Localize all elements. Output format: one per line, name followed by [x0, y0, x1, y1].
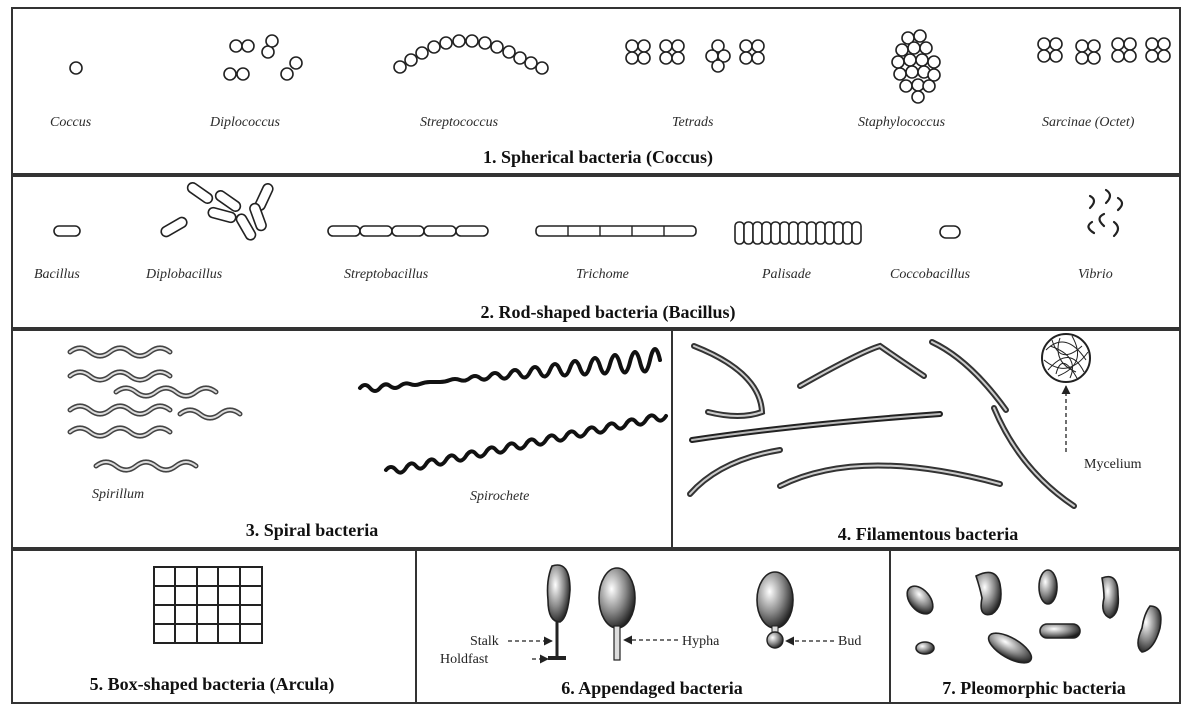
label-holdfast: Holdfast: [440, 652, 488, 667]
label-hypha: Hypha: [682, 634, 720, 649]
label-bacillus: Bacillus: [34, 267, 80, 282]
panel2-rod: Bacillus Diplobacillus Streptobacillus T…: [34, 181, 1122, 323]
panel5-box: 5. Box-shaped bacteria (Arcula): [90, 567, 335, 695]
mycelium-shape: [1042, 334, 1090, 382]
label-diplococcus: Diplococcus: [209, 115, 281, 130]
holdfast-shape: [548, 656, 566, 660]
label-palisade: Palisade: [761, 267, 811, 282]
filament-shapes: [690, 342, 1074, 506]
panel5-title: 5. Box-shaped bacteria (Arcula): [90, 674, 335, 695]
label-tetrads: Tetrads: [672, 115, 714, 130]
budding-cell-shape: [757, 572, 793, 628]
spirillum-shape: [70, 348, 240, 470]
tetrads-shape: [626, 40, 764, 72]
staphylococcus-shape: [892, 30, 940, 103]
bud-shape: [767, 632, 783, 648]
streptobacillus-shape: [328, 226, 488, 236]
coccobacillus-shape: [940, 226, 960, 238]
label-coccus: Coccus: [50, 115, 92, 130]
panel6-title: 6. Appendaged bacteria: [561, 678, 743, 698]
label-sarcinae: Sarcinae (Octet): [1042, 115, 1135, 130]
label-mycelium: Mycelium: [1084, 457, 1142, 472]
streptococcus-shape: [394, 35, 548, 74]
trichome-shape: [536, 226, 696, 236]
panel1-spherical: Coccus Diplococcus Streptococcus Tetrads…: [50, 30, 1170, 168]
panel1-title: 1. Spherical bacteria (Coccus): [483, 147, 713, 168]
label-staphylococcus: Staphylococcus: [858, 115, 946, 130]
panel4-filamentous: Mycelium 4. Filamentous bacteria: [690, 334, 1142, 544]
panel3-spiral: Spirillum Spirochete 3. Spiral bacteria: [70, 348, 666, 540]
hypha-shape: [614, 626, 620, 660]
spirochete-shape: [360, 349, 666, 473]
label-spirillum: Spirillum: [92, 487, 144, 502]
label-streptococcus: Streptococcus: [420, 115, 499, 130]
stalked-cell-shape: [548, 565, 571, 622]
label-stalk: Stalk: [470, 634, 499, 649]
label-trichome: Trichome: [576, 267, 629, 282]
label-coccobacillus: Coccobacillus: [890, 267, 971, 282]
panel7-pleomorphic: 7. Pleomorphic bacteria: [902, 570, 1161, 698]
label-streptobacillus: Streptobacillus: [344, 267, 429, 282]
palisade-shape: [735, 222, 861, 244]
diplococcus-shape: [224, 35, 302, 80]
label-vibrio: Vibrio: [1078, 267, 1113, 282]
sarcinae-shape: [1038, 38, 1170, 64]
panel7-title: 7. Pleomorphic bacteria: [942, 678, 1125, 698]
panel2-title: 2. Rod-shaped bacteria (Bacillus): [480, 302, 735, 323]
arcula-grid-shape: [154, 567, 262, 643]
panel4-title: 4. Filamentous bacteria: [838, 524, 1018, 544]
diplobacillus-shape: [159, 181, 274, 242]
label-diplobacillus: Diplobacillus: [145, 267, 223, 282]
panel3-title: 3. Spiral bacteria: [246, 520, 379, 540]
pleomorphic-cells-shape: [902, 570, 1161, 669]
panel6-appendaged: Stalk Holdfast Hypha Bud 6. Appendaged b…: [440, 565, 861, 698]
hypha-cell-shape: [599, 568, 635, 628]
coccus-shape: [70, 62, 82, 74]
label-bud: Bud: [838, 634, 861, 649]
panel4-frame: [672, 330, 1180, 548]
bacillus-shape: [54, 226, 80, 236]
vibrio-shape: [1088, 190, 1122, 236]
label-spirochete: Spirochete: [470, 489, 529, 504]
